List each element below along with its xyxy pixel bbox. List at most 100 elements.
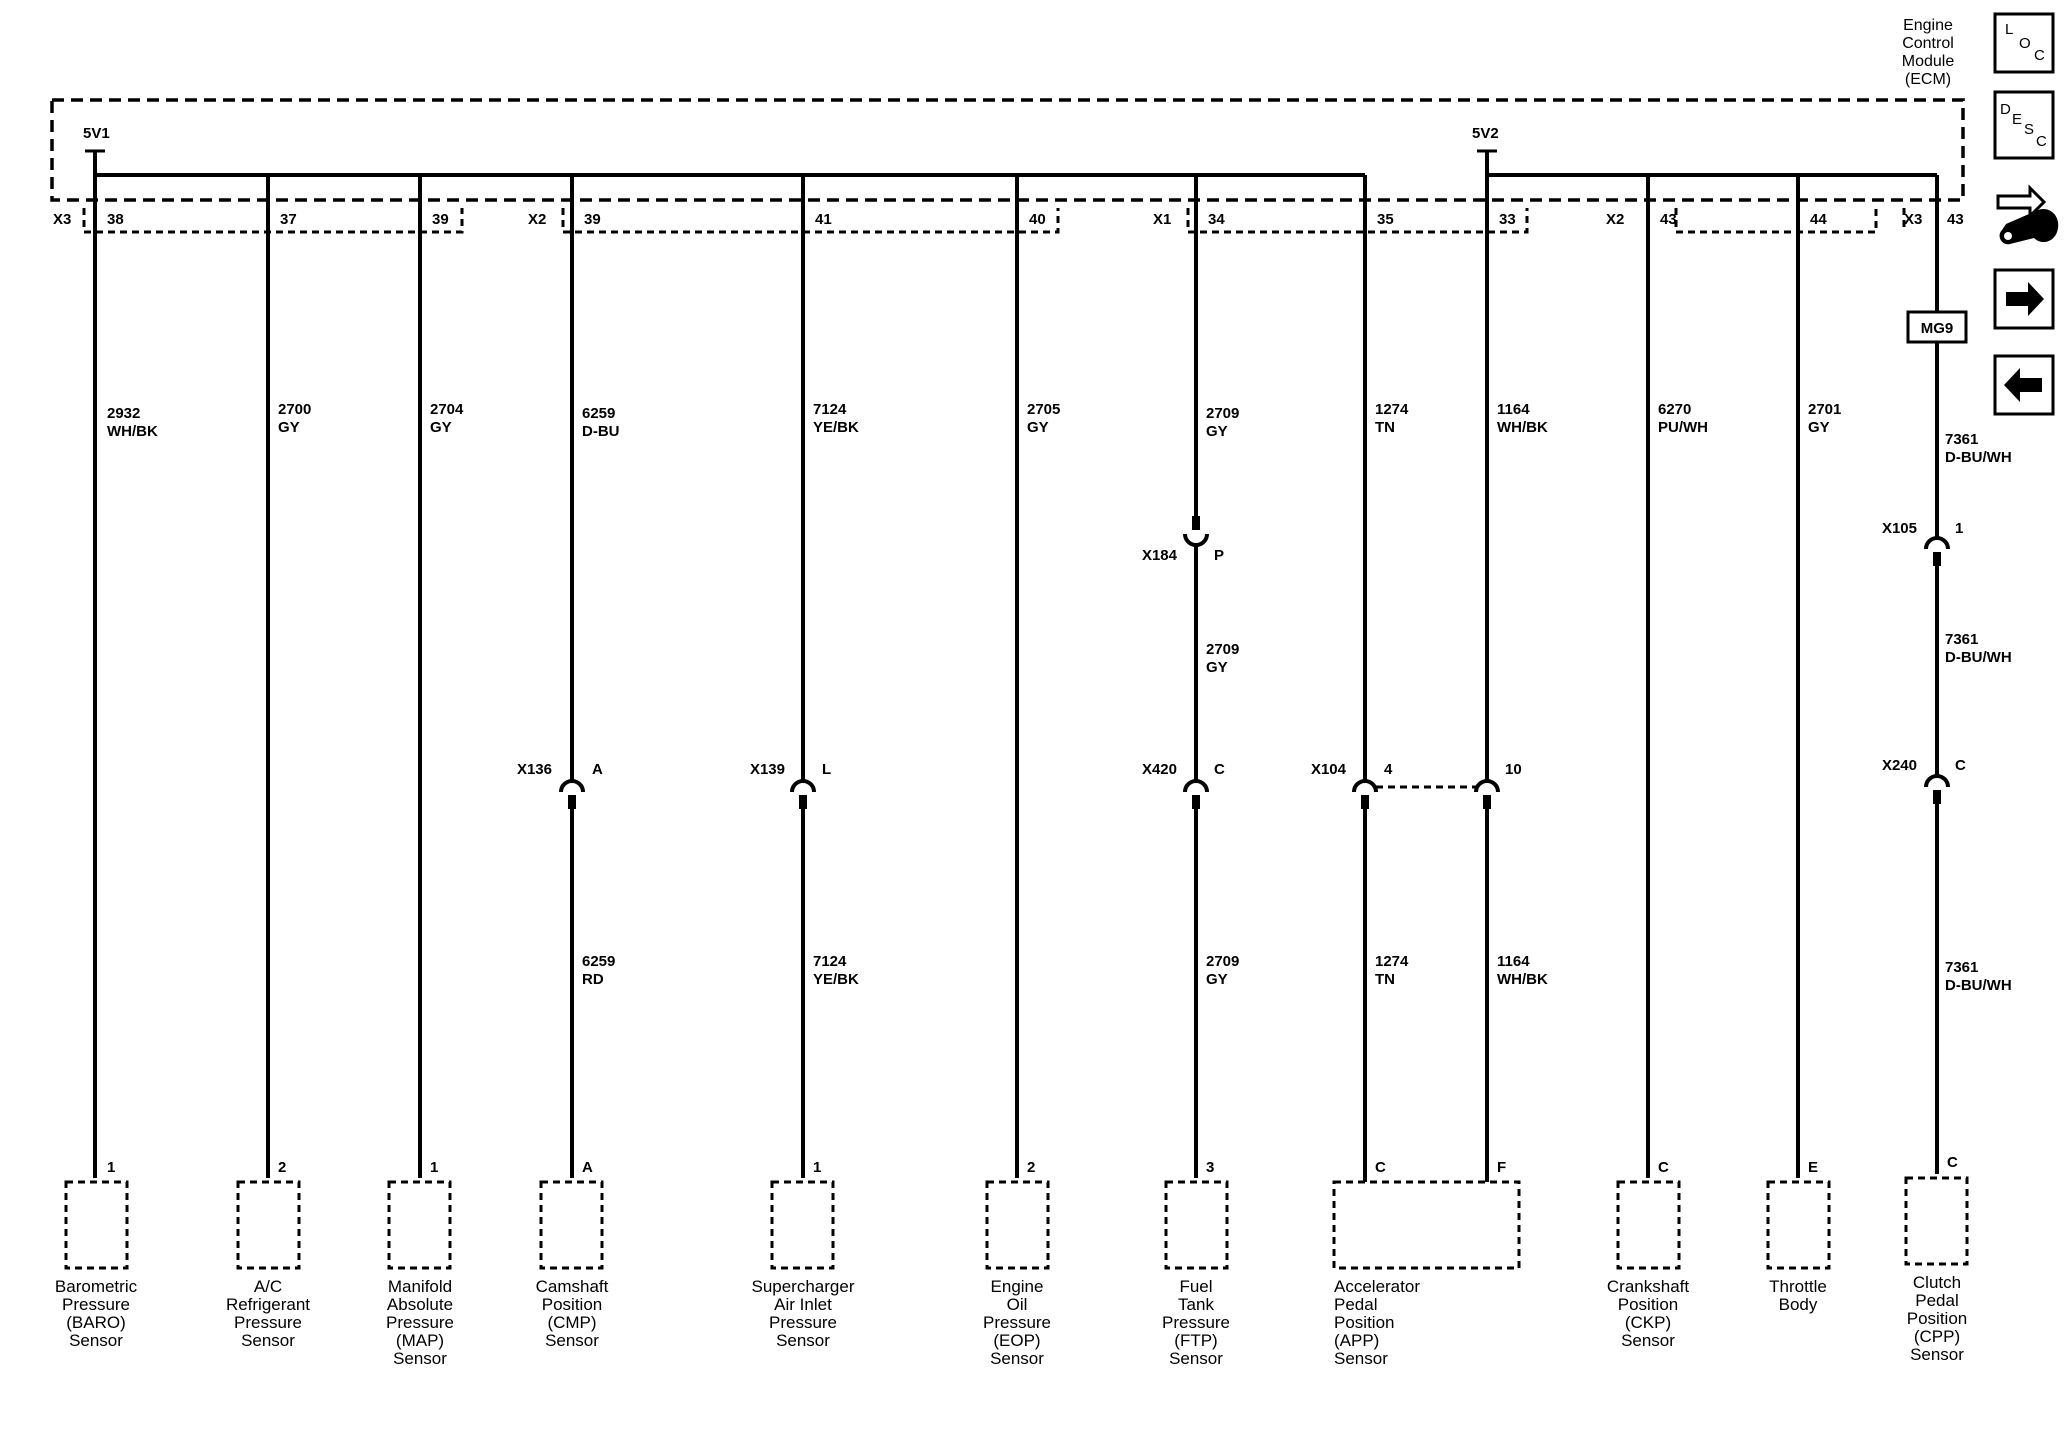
wire-color-mid: D-BU/WH <box>1945 649 2012 666</box>
sensor-pin-label: E <box>1808 1159 1818 1176</box>
wire-number-lower: 1274 <box>1375 953 1409 970</box>
ecm-pin-label: 44 <box>1810 211 1827 228</box>
sensor-name-line: Crankshaft <box>1607 1277 1689 1296</box>
circuit-map: 39 2704 GY 1 Manifold Absolute Pressure … <box>386 175 464 1368</box>
sensor-outline <box>770 1180 835 1270</box>
sensor-outline <box>1164 1180 1229 1270</box>
wire-number: 7361 <box>1945 431 1978 448</box>
sensor-name-line: Throttle <box>1769 1277 1827 1296</box>
connector-x2-left-outline <box>561 208 1060 234</box>
ecm-pin-label: 39 <box>432 211 449 228</box>
circuit-ac-refrigerant: 37 2700 GY 2 A/C Refrigerant Pressure Se… <box>226 175 311 1350</box>
inline-connector-pin: 10 <box>1505 761 1522 778</box>
sensor-pin-label: C <box>1658 1159 1669 1176</box>
sensor-pin-label: C <box>1947 1154 1958 1171</box>
sensor-name-line: Position <box>1334 1313 1394 1332</box>
circuit-app-1: 35 1274 TN X104 4 1274 TN C <box>1311 175 1409 1182</box>
inline-connector-upper-pin: P <box>1214 547 1224 564</box>
ecm-pin-label: 41 <box>815 211 832 228</box>
wire-number-lower: 2709 <box>1206 953 1239 970</box>
connector-x2-right-outline <box>1674 208 1878 234</box>
inline-connector-pin: A <box>592 761 603 778</box>
wire-number: 6259 <box>582 405 615 422</box>
sensor-name-line: Pressure <box>234 1313 302 1332</box>
sensor-name-line: Fuel <box>1179 1277 1212 1296</box>
ecm-pin-label: 39 <box>584 211 601 228</box>
desc-icon[interactable]: D E S C <box>1993 90 2055 160</box>
sensor-name-line: Manifold <box>388 1277 452 1296</box>
ecm-pin-label: 34 <box>1208 211 1225 228</box>
wire-color-lower: YE/BK <box>813 971 859 988</box>
wire-number-lower: 6259 <box>582 953 615 970</box>
sensor-name-line: Barometric <box>55 1277 138 1296</box>
sensor-pin-label: 1 <box>430 1159 438 1176</box>
sensor-name-line: Engine <box>991 1277 1044 1296</box>
ecm-pin-label: 43 <box>1660 211 1677 228</box>
sensor-name-line: (EOP) <box>993 1331 1040 1350</box>
sensor-name-line: Position <box>1618 1295 1678 1314</box>
wire-number: 1274 <box>1375 401 1409 418</box>
connector-x1-label: X1 <box>1153 211 1171 228</box>
sensor-name-line: Pressure <box>769 1313 837 1332</box>
wrench-icon[interactable] <box>1996 184 2059 245</box>
wire-number: 7124 <box>813 401 847 418</box>
sensor-outline <box>539 1180 604 1270</box>
ecm-pin-label: 35 <box>1377 211 1394 228</box>
connector-x2-right-label: X2 <box>1606 211 1624 228</box>
sensor-name-line: Sensor <box>545 1331 599 1350</box>
ecm-name-line-3: Module <box>1902 53 1955 70</box>
sensor-name-line: Refrigerant <box>226 1295 310 1314</box>
ecm-pin-label: 33 <box>1499 211 1516 228</box>
loc-letter: L <box>2005 21 2013 38</box>
sensor-outline <box>1904 1176 1969 1266</box>
sensor-name-line: Pedal <box>1334 1295 1377 1314</box>
inline-connector-pin: L <box>822 761 831 778</box>
sensor-name-line: Pedal <box>1915 1291 1958 1310</box>
wire-color: D-BU/WH <box>1945 449 2012 466</box>
wire-color-lower: RD <box>582 971 604 988</box>
wire-color: TN <box>1375 419 1395 436</box>
sensor-name-line: Sensor <box>1169 1349 1223 1368</box>
5v2-label: 5V2 <box>1472 125 1499 142</box>
sensor-outline <box>985 1180 1050 1270</box>
circuit-throttle-body: 44 2701 GY E Throttle Body <box>1766 175 1841 1314</box>
next-arrow-icon[interactable] <box>1993 268 2055 330</box>
sensor-name-line: Camshaft <box>536 1277 609 1296</box>
sensor-name-line: Accelerator <box>1334 1277 1420 1296</box>
splice-label: MG9 <box>1921 320 1954 337</box>
sensor-name-line: Tank <box>1178 1295 1214 1314</box>
inline-connector-label: X139 <box>750 761 785 778</box>
sensor-outline <box>387 1180 452 1270</box>
sensor-outline <box>64 1180 129 1270</box>
wire-color: GY <box>278 419 300 436</box>
sensor-name-line: Sensor <box>393 1349 447 1368</box>
desc-letter: D <box>2000 101 2011 118</box>
sensor-name-line: Pressure <box>62 1295 130 1314</box>
connector-x2-left-label: X2 <box>528 211 546 228</box>
sensor-name-line: Sensor <box>69 1331 123 1350</box>
sensor-pin-label: 1 <box>107 1159 115 1176</box>
sensor-pin-label: 1 <box>813 1159 821 1176</box>
sensor-name-line: (CMP) <box>547 1313 596 1332</box>
wire-color: WH/BK <box>107 423 158 440</box>
sensor-name-line: Sensor <box>241 1331 295 1350</box>
sensor-outline <box>1616 1180 1681 1270</box>
sensor-pin-label: 2 <box>278 1159 286 1176</box>
5v1-label: 5V1 <box>83 125 110 142</box>
sensor-name-line: (FTP) <box>1174 1331 1217 1350</box>
sensor-name-line: (MAP) <box>396 1331 444 1350</box>
inline-connector-label: X104 <box>1311 761 1347 778</box>
loc-icon[interactable]: L O C <box>1993 12 2055 74</box>
sensor-name-line: (APP) <box>1334 1331 1379 1350</box>
prev-arrow-icon[interactable] <box>1993 354 2055 416</box>
loc-letter: C <box>2034 47 2045 64</box>
ecm-pin-label: 37 <box>280 211 297 228</box>
wire-color: WH/BK <box>1497 419 1548 436</box>
inline-connector-pin: C <box>1955 757 1966 774</box>
ecm-pin-label: 38 <box>107 211 124 228</box>
circuit-eop: 40 2705 GY 2 Engine Oil Pressure (EOP) S… <box>983 175 1060 1368</box>
inline-connector-upper-pin: 1 <box>1955 520 1963 537</box>
wire-number: 2701 <box>1808 401 1841 418</box>
5v1-reference-rail: 5V1 <box>83 125 1365 177</box>
